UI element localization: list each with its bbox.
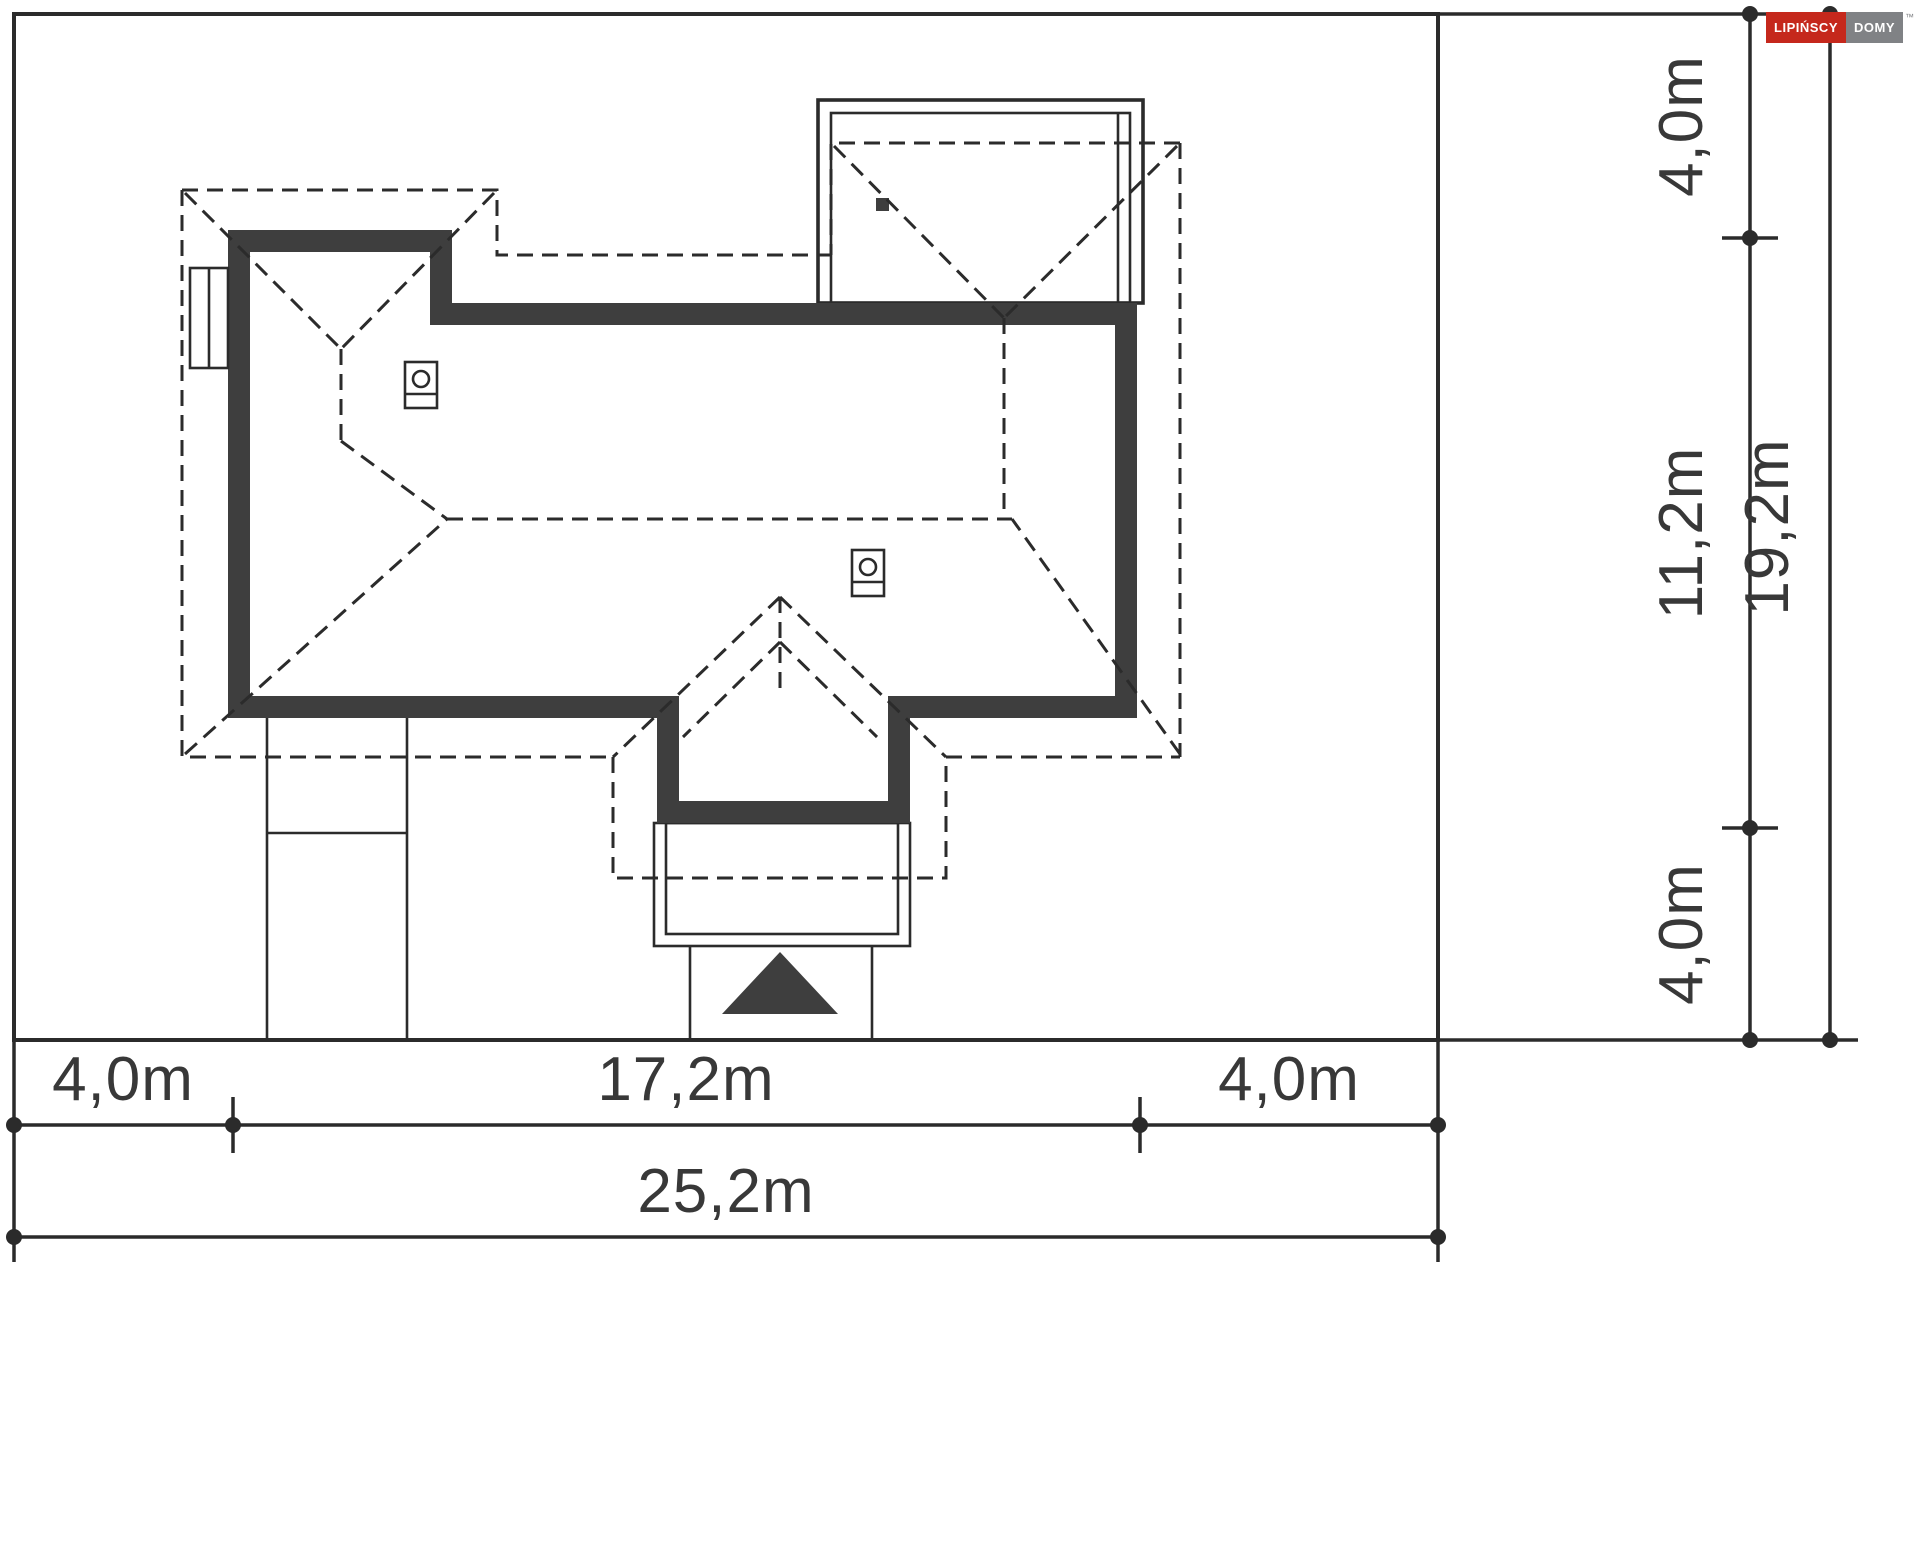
garage-chimney-marker bbox=[876, 198, 889, 211]
garage-outline bbox=[816, 98, 1145, 305]
dim-label-total-width: 25,2m bbox=[637, 1157, 814, 1226]
roof-eaves-dashed bbox=[180, 141, 1182, 880]
porch-roof-dashed bbox=[611, 595, 948, 759]
brand-trademark: ™ bbox=[1905, 12, 1914, 22]
dim-label-left-setback: 4,0m bbox=[52, 1045, 194, 1114]
left-wall-window bbox=[188, 266, 230, 370]
driveway-lines bbox=[265, 718, 409, 1038]
dim-label-total-depth: 19,2m bbox=[1733, 438, 1802, 615]
porch-steps bbox=[652, 821, 912, 948]
dim-label-bottom-setback: 4,0m bbox=[1647, 863, 1716, 1005]
dim-label-right-setback: 4,0m bbox=[1218, 1045, 1360, 1114]
entrance-arrow bbox=[722, 952, 838, 1014]
chimney-1 bbox=[403, 360, 439, 410]
brand-secondary-label: DOMY bbox=[1846, 12, 1903, 43]
bottom-dimension-lines bbox=[6, 1040, 1446, 1262]
dim-label-house-width: 17,2m bbox=[597, 1045, 774, 1114]
walkway-lines bbox=[688, 946, 874, 1038]
brand-logo: LIPIŃSCY DOMY ™ bbox=[1766, 12, 1914, 43]
roof-ridge-lines bbox=[183, 144, 1182, 756]
dim-label-top-setback: 4,0m bbox=[1647, 55, 1716, 197]
brand-primary-label: LIPIŃSCY bbox=[1766, 12, 1846, 43]
chimney-2 bbox=[850, 548, 886, 598]
dim-label-house-depth: 11,2m bbox=[1647, 447, 1716, 620]
